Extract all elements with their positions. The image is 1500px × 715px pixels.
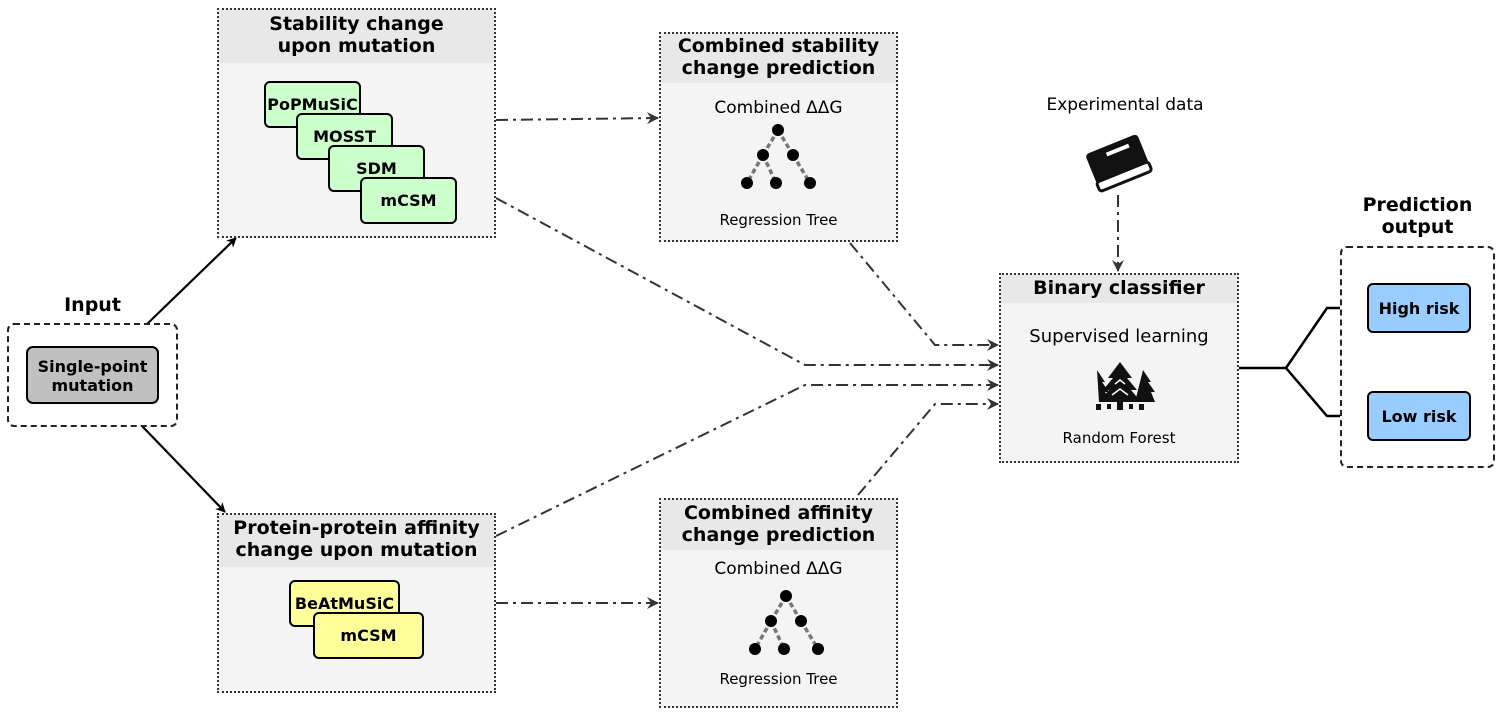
arrow-combined-affinity-to-classifier <box>857 398 999 496</box>
prediction-output-title-line1: Prediction <box>1362 194 1473 216</box>
combined-affinity-value-label: Combined ΔΔG <box>714 559 843 579</box>
arrow-affinity-to-classifier <box>495 379 999 537</box>
arrow-stability-to-classifier <box>495 197 999 371</box>
binary-classifier-panel: Binary classifier Supervised learning Ra… <box>999 273 1239 463</box>
input-title: Input <box>64 294 121 316</box>
stability-panel: Stability change upon mutation <box>217 8 496 238</box>
mutation-label-line2: mutation <box>51 376 134 395</box>
low-risk-node: Low risk <box>1367 391 1471 441</box>
affinity-title-line2: change upon mutation <box>235 539 478 561</box>
arrow-input-to-stability <box>145 237 237 326</box>
tool-label: PoPMuSiC <box>267 95 358 114</box>
high-risk-label: High risk <box>1378 299 1460 318</box>
stability-title-line2: upon mutation <box>277 35 436 57</box>
regression-tree-icon <box>741 124 816 189</box>
experimental-data-label: Experimental data <box>1046 95 1204 115</box>
prediction-output-title: Prediction output <box>1340 194 1495 238</box>
tool-label: SDM <box>356 159 397 178</box>
high-risk-node: High risk <box>1367 283 1471 333</box>
combined-stability-method-label: Regression Tree <box>719 211 838 229</box>
tool-label: mCSM <box>340 626 397 645</box>
regression-tree-icon <box>749 590 824 655</box>
combined-affinity-title-line1: Combined affinity <box>683 502 874 524</box>
stability-panel-title: Stability change upon mutation <box>219 10 494 63</box>
tool-card-mcsm-affinity: mCSM <box>313 612 424 659</box>
supervised-learning-label: Supervised learning <box>1029 326 1209 347</box>
tool-label: MOSST <box>313 127 376 146</box>
book-icon <box>1086 134 1153 193</box>
binary-classifier-title: Binary classifier <box>1001 275 1237 303</box>
low-risk-label: Low risk <box>1381 407 1457 426</box>
arrow-stability-to-combined <box>495 112 659 125</box>
combined-affinity-title: Combined affinity change prediction <box>661 500 896 550</box>
combined-stability-title: Combined stability change prediction <box>661 34 896 83</box>
tool-label: mCSM <box>380 191 437 210</box>
mutation-label-line1: Single-point <box>37 357 148 376</box>
arrow-input-to-affinity <box>141 425 226 513</box>
combined-stability-value-label: Combined ΔΔG <box>714 98 843 118</box>
combined-stability-panel: Combined stability change prediction Com… <box>659 32 898 242</box>
tool-label: BeAtMuSiC <box>294 594 395 613</box>
random-forest-icon <box>1096 362 1155 410</box>
combined-stability-title-line1: Combined stability <box>677 35 880 57</box>
combined-affinity-panel: Combined affinity change prediction Comb… <box>659 498 898 708</box>
stability-title-line1: Stability change <box>269 13 444 35</box>
tool-card-mcsm-stability: mCSM <box>360 177 457 224</box>
affinity-title-line1: Protein-protein affinity <box>233 517 480 539</box>
mutation-node: Single-point mutation <box>26 346 159 404</box>
arrow-combined-stability-to-classifier <box>849 242 999 351</box>
combined-affinity-method-label: Regression Tree <box>719 670 838 688</box>
combined-stability-title-line2: change prediction <box>681 57 876 79</box>
prediction-output-title-line2: output <box>1381 216 1454 238</box>
combined-affinity-title-line2: change prediction <box>681 524 876 546</box>
random-forest-label: Random Forest <box>1062 429 1176 447</box>
affinity-panel-title: Protein-protein affinity change upon mut… <box>219 515 494 567</box>
